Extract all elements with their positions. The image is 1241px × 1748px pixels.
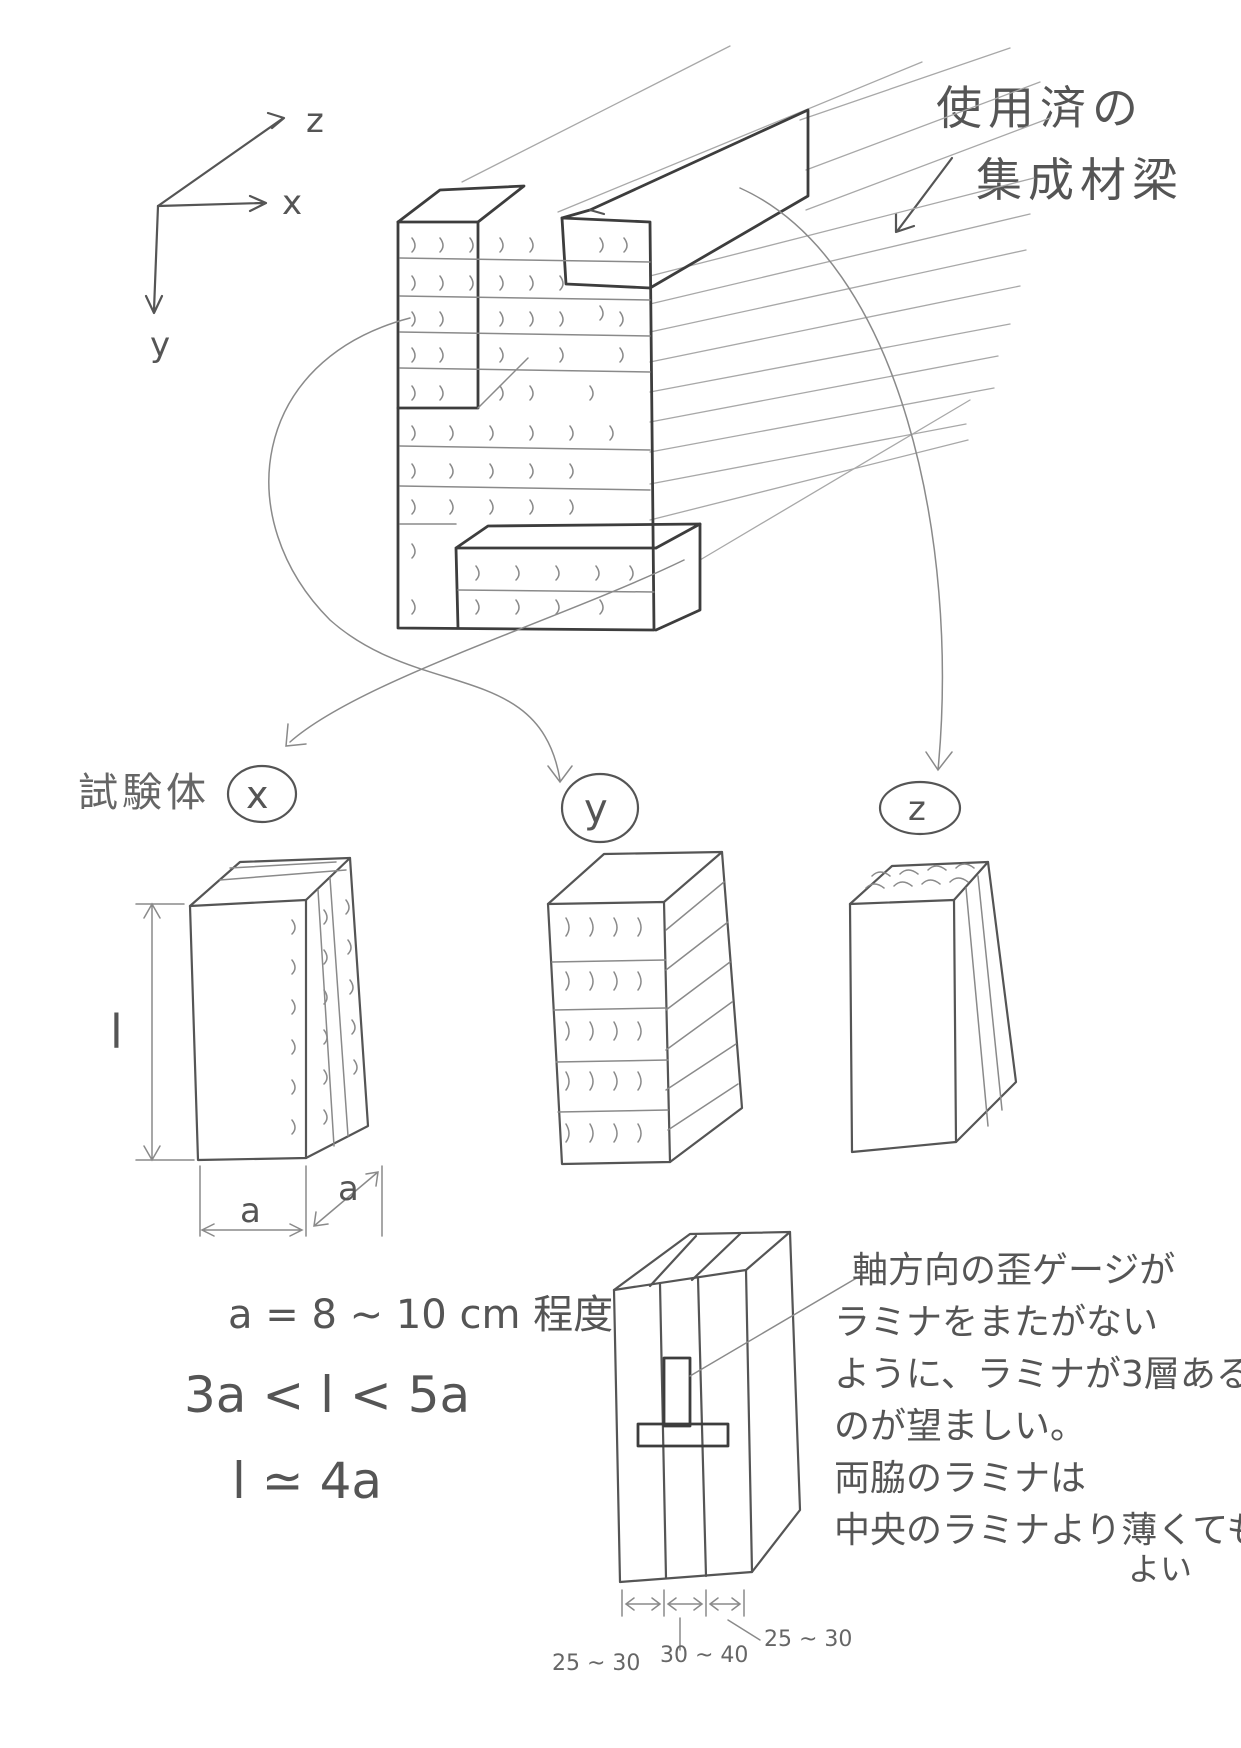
axis-y-label: y (150, 325, 170, 365)
axis-x-label: x (282, 183, 302, 223)
specimen-z-label: z (908, 789, 926, 829)
note-line-2: ラミナをまたがない (834, 1302, 1158, 1343)
gauge-leader-line (689, 1275, 861, 1377)
dim-length-label: l (110, 1005, 123, 1059)
axis-triad: z x y (144, 101, 324, 365)
axis-z-label: z (306, 101, 324, 141)
gauge-specimen: 25 ~ 30 30 ~ 40 25 ~ 30 (552, 1230, 861, 1676)
lamina-width-center: 30 ~ 40 (660, 1643, 748, 1668)
beam-perspective-lines (461, 45, 1051, 561)
note-line-4: のが望ましい。 (834, 1406, 1086, 1447)
specimen-x-circle (226, 764, 298, 824)
arrow-to-y (268, 317, 573, 784)
specimen-z (848, 860, 1018, 1154)
specimen-labels: 試験体 x y z (78, 764, 962, 844)
beam-pointer-arrow (894, 156, 954, 234)
extraction-arrows (268, 187, 953, 784)
note-line-5: 両脇のラミナは (834, 1458, 1086, 1499)
gauge-note: 軸方向の歪ゲージが ラミナをまたがない ように、ラミナが3層ある のが望ましい。… (834, 1250, 1241, 1588)
specimen-x-label: x (246, 773, 269, 817)
specimen-y (546, 850, 744, 1166)
specimen-title: 試験体 (78, 770, 210, 816)
formula-3: l ≃ 4a (232, 1452, 382, 1510)
formula-2: 3a < l < 5a (184, 1366, 470, 1424)
note-line-6: 中央のラミナより薄くても (834, 1510, 1241, 1551)
arrow-to-z (739, 187, 953, 772)
specimen-y-label: y (584, 786, 608, 832)
lamina-width-right: 25 ~ 30 (764, 1627, 852, 1652)
specimen-z-circle (878, 780, 962, 836)
note-line-7: よい (1128, 1550, 1192, 1588)
beam-cross-section (396, 108, 810, 632)
arrow-to-x (285, 559, 685, 747)
lamina-width-left: 25 ~ 30 (552, 1651, 640, 1676)
strain-gauge-axial (662, 1356, 692, 1428)
formulas: a = 8 ~ 10 cm 程度 3a < l < 5a l ≃ 4a (184, 1292, 613, 1510)
strain-gauge-lateral (636, 1422, 730, 1448)
dim-width-label: a (240, 1191, 261, 1231)
note-line-3: ように、ラミナが3層ある (834, 1354, 1241, 1395)
beam-annotation: 使用済の 集成材梁 (894, 81, 1184, 234)
note-line-1: 軸方向の歪ゲージが (852, 1250, 1175, 1291)
beam-label-line1: 使用済の (936, 81, 1144, 135)
dim-depth-label: a (338, 1169, 359, 1209)
formula-1: a = 8 ~ 10 cm 程度 (228, 1292, 613, 1338)
beam-label-line2: 集成材梁 (976, 153, 1184, 207)
specimen-y-circle (560, 772, 640, 844)
specimen-x: l a a (110, 856, 383, 1237)
